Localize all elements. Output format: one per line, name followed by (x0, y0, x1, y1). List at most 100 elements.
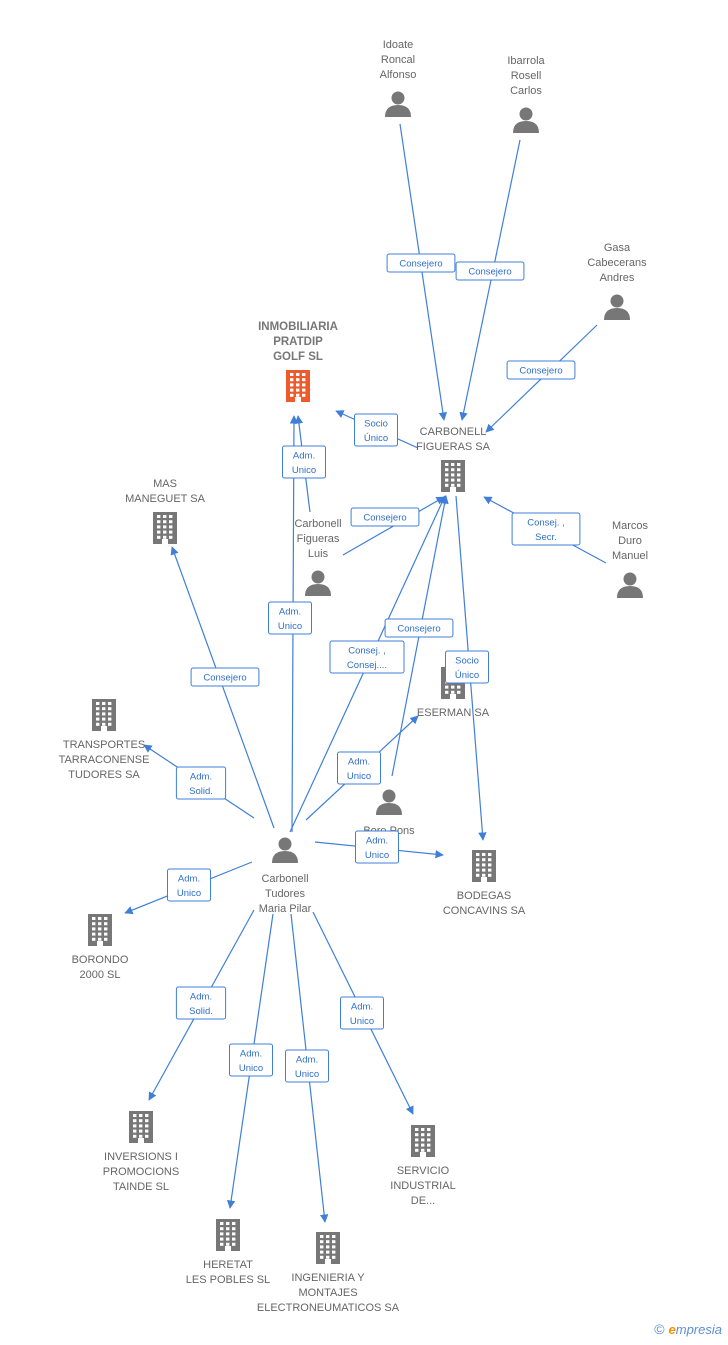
node-label-line: Ibarrola (507, 55, 545, 67)
node-label-line: Rosell (511, 70, 542, 82)
relation-label-box (175, 986, 227, 1020)
relation-label-text: Unico (278, 621, 302, 632)
node-label-line: DE... (411, 1195, 435, 1207)
relation-label-text: Unico (177, 888, 201, 899)
relation-label-text: Adm. (293, 451, 315, 462)
relation-label[interactable]: Adm.Unico (340, 996, 384, 1030)
building-icon (286, 370, 310, 402)
node-label-line: CONCAVINS SA (443, 905, 526, 917)
relation-label[interactable]: Consej. , Secr. (511, 512, 581, 546)
person-icon (385, 91, 411, 117)
relation-label-text: Unico (347, 771, 371, 782)
relation-labels-layer: ConsejeroConsejeroConsejeroSocioÚnicoAdm… (167, 253, 581, 1083)
relation-label[interactable]: Consejero (386, 253, 456, 273)
relation-label[interactable]: Adm.Solid. (175, 766, 227, 800)
person-icon (604, 294, 630, 320)
relation-label[interactable]: Adm.Unico (268, 601, 312, 635)
building-icon (472, 850, 496, 882)
relation-label-text: Consej.... (347, 660, 387, 671)
node-label-line: Carlos (510, 85, 542, 97)
relation-label[interactable]: Adm. Unico (337, 751, 381, 785)
building-icon (92, 699, 116, 731)
relation-label-text: Socio (455, 656, 479, 667)
relation-label-text: Solid. (189, 786, 213, 797)
node-label-line: TAINDE SL (113, 1181, 169, 1193)
relation-label[interactable]: Consejero (384, 618, 454, 638)
node-label-line: Carbonell (294, 518, 341, 530)
relation-label-text: Consejero (468, 267, 511, 278)
relation-label-text: Adm. (240, 1049, 262, 1060)
relation-label[interactable]: Consejero (350, 507, 420, 527)
node-label-line: MANEGUET SA (125, 493, 206, 505)
relation-label-text: Consejero (519, 366, 562, 377)
node-label-line: INMOBILIARIA (258, 321, 338, 333)
node-label-line: CARBONELL (420, 426, 487, 438)
relation-label-box (167, 868, 211, 902)
node-label-line: Manuel (612, 550, 648, 562)
node-label-line: HERETAT (203, 1259, 253, 1271)
relation-label[interactable]: Adm.Solid. (175, 986, 227, 1020)
relation-label[interactable]: Adm. Unico (282, 445, 326, 479)
relation-label-text: Adm. (348, 757, 370, 768)
relation-label-box (354, 413, 398, 447)
relation-label-text: Consejero (363, 513, 406, 524)
node-label-line: MAS (153, 478, 177, 490)
building-icon (441, 460, 465, 492)
node-label-line: FIGUERAS SA (416, 441, 491, 453)
node-heretat[interactable]: HERETAT LES POBLES SL (186, 1219, 270, 1286)
relation-label-text: Consej. , (527, 518, 565, 529)
node-label-line: 2000 SL (80, 969, 121, 981)
relation-label[interactable]: Consejero (455, 261, 525, 281)
relation-label-text: Unico (350, 1016, 374, 1027)
node-label-line: Idoate (383, 39, 414, 51)
node-label-line: LES POBLES SL (186, 1274, 270, 1286)
relation-label-text: Secr. (535, 532, 557, 543)
relation-label[interactable]: Adm.Unico (355, 830, 399, 864)
relation-label[interactable]: Consejero (506, 360, 576, 380)
node-label-line: PROMOCIONS (103, 1166, 179, 1178)
relation-label[interactable]: Adm.Unico (285, 1049, 329, 1083)
node-servicio[interactable]: SERVICIOINDUSTRIALDE... (390, 1125, 456, 1207)
relation-label-text: Consejero (399, 259, 442, 270)
brand-initial: e (668, 1322, 676, 1337)
node-label-line: Figueras (297, 533, 340, 545)
relation-label-box (285, 1049, 329, 1083)
relation-label[interactable]: Adm.Unico (229, 1043, 273, 1077)
relation-label-text: Solid. (189, 1006, 213, 1017)
person-icon (272, 837, 298, 863)
person-icon (513, 107, 539, 133)
relation-label-text: Único (364, 433, 388, 444)
relation-label[interactable]: Adm.Unico (167, 868, 211, 902)
relation-label-box (329, 640, 405, 674)
node-label-line: BODEGAS (457, 890, 511, 902)
relation-label-text: Adm. (296, 1055, 318, 1066)
building-icon (316, 1232, 340, 1264)
footer-brand: ©empresia (654, 1321, 722, 1337)
relation-label[interactable]: Consejero (190, 667, 260, 687)
relation-label[interactable]: Consej. ,Consej.... (329, 640, 405, 674)
node-mas-maneguet[interactable]: MAS MANEGUET SA (125, 478, 206, 544)
relation-label-box (350, 507, 420, 527)
relation-label-text: Unico (292, 465, 316, 476)
node-label-line: TRANSPORTES (63, 739, 145, 751)
node-label-line: INDUSTRIAL (390, 1180, 455, 1192)
node-label-line: TARRACONENSE (59, 754, 150, 766)
node-carbonell-figueras-sa[interactable]: CARBONELL FIGUERAS SA (416, 426, 491, 492)
node-bore[interactable]: Bore Pons (363, 789, 415, 838)
node-bodegas[interactable]: BODEGAS CONCAVINS SA (443, 850, 526, 917)
